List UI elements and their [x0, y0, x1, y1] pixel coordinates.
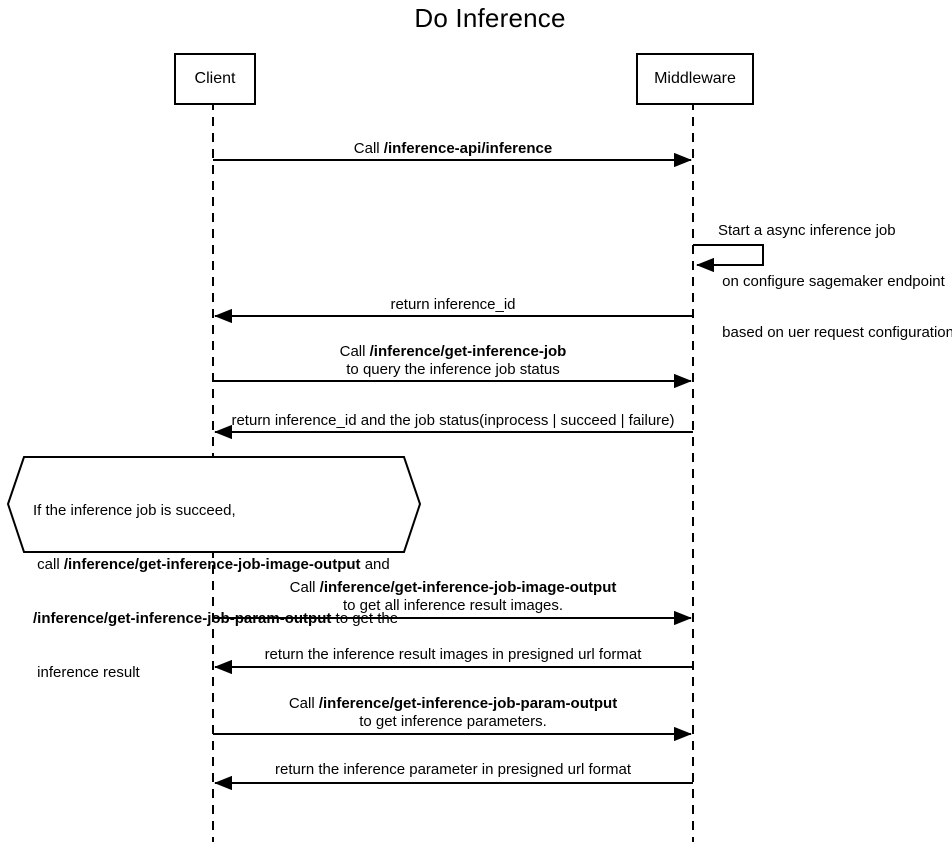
- message-call-image-output: Call /inference/get-inference-job-image-…: [213, 579, 693, 615]
- message-text: Call: [353, 140, 384, 157]
- endpoint-text: /inference/get-inference-job-param-outpu…: [33, 610, 332, 627]
- message-line: to get all inference result images.: [342, 597, 564, 614]
- participant-middleware-label: Middleware: [654, 70, 736, 87]
- arrow-self-loop: [693, 244, 764, 273]
- message-text: return inference_id and the job status(i…: [231, 412, 675, 429]
- condition-note-line: /inference/get-inference-job-param-outpu…: [33, 610, 398, 628]
- note-text: call: [33, 556, 64, 573]
- message-line: Call /inference/get-inference-job: [213, 343, 693, 361]
- message-call-inference: Call /inference-api/inference: [213, 140, 693, 158]
- endpoint-text: /inference/get-inference-job: [369, 343, 567, 360]
- endpoint-text: /inference/get-inference-job-image-outpu…: [63, 556, 361, 573]
- condition-note: If the inference job is succeed, call /i…: [33, 466, 398, 718]
- message-line: Call /inference/get-inference-job-image-…: [213, 579, 693, 597]
- condition-note-line: call /inference/get-inference-job-image-…: [33, 556, 398, 574]
- condition-note-line: If the inference job is succeed,: [33, 502, 236, 519]
- message-call-get-job: Call /inference/get-inference-job to que…: [213, 343, 693, 379]
- diagram-title: Do Inference: [414, 3, 566, 33]
- message-return-params: return the inference parameter in presig…: [213, 761, 693, 779]
- participant-client-label: Client: [194, 70, 236, 87]
- message-text: Call: [289, 579, 320, 596]
- condition-note-line: inference result: [33, 664, 140, 681]
- message-line: to query the inference job status: [346, 361, 560, 378]
- message-return-job-status: return inference_id and the job status(i…: [213, 412, 693, 430]
- self-note-line: on configure sagemaker endpoint: [718, 273, 945, 290]
- message-call-param-output: Call /inference/get-inference-job-param-…: [213, 695, 693, 731]
- message-text: return the inference result images in pr…: [264, 646, 642, 663]
- message-return-images: return the inference result images in pr…: [213, 646, 693, 664]
- message-text: Call: [288, 695, 319, 712]
- note-text: and: [360, 556, 390, 573]
- endpoint-text: /inference-api/inference: [383, 140, 553, 157]
- participant-middleware: Middleware: [636, 53, 754, 105]
- endpoint-text: /inference/get-inference-job-param-outpu…: [318, 695, 618, 712]
- self-note-line: based on uer request configuration: [718, 324, 952, 341]
- message-text: return the inference parameter in presig…: [274, 761, 631, 778]
- message-line: to get inference parameters.: [359, 713, 547, 730]
- self-note-line: Start a async inference job: [718, 222, 896, 239]
- note-text: to get the: [331, 610, 399, 627]
- message-text: return inference_id: [390, 296, 516, 313]
- message-text: Call: [339, 343, 370, 360]
- endpoint-text: /inference/get-inference-job-image-outpu…: [319, 579, 617, 596]
- message-return-inference-id: return inference_id: [213, 296, 693, 314]
- participant-client: Client: [174, 53, 256, 105]
- self-note: Start a async inference job on configure…: [718, 188, 952, 375]
- message-line: Call /inference/get-inference-job-param-…: [213, 695, 693, 713]
- condition-note-shape: [6, 456, 422, 553]
